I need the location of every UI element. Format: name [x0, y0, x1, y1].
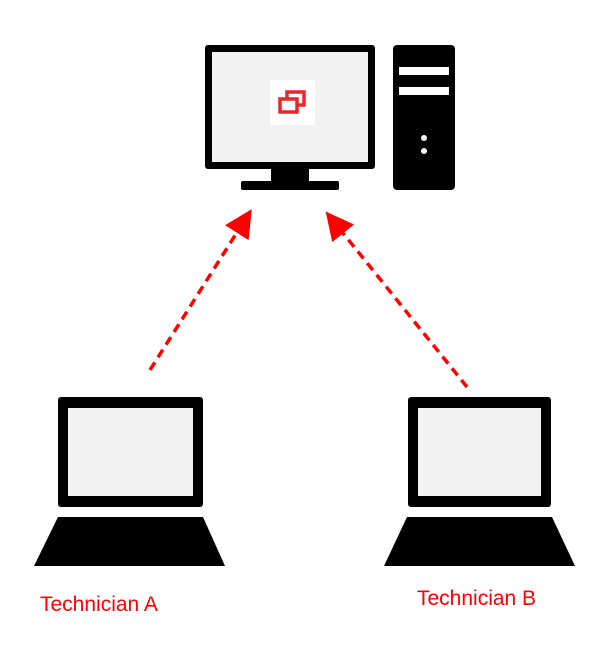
app-icon-front-window	[278, 97, 299, 114]
tower-drive-bay-1	[399, 67, 449, 75]
laptop-icon-technician-a	[34, 397, 225, 566]
monitor-neck	[271, 167, 309, 181]
arrow-technician-b-to-server	[325, 211, 469, 389]
tower-power-led-2	[421, 148, 427, 154]
monitor-stand	[241, 181, 339, 190]
technician-a-label: Technician A	[40, 593, 158, 616]
pc-tower-icon	[393, 45, 455, 190]
tower-power-led-1	[421, 135, 427, 141]
remote-desktop-app-icon	[270, 80, 315, 125]
arrow-technician-a-to-server	[148, 209, 252, 371]
technician-b-label: Technician B	[417, 587, 537, 610]
laptop-icon-technician-b	[384, 397, 575, 566]
tower-case	[393, 45, 455, 190]
tower-drive-bay-2	[399, 87, 449, 95]
laptop-a-base	[34, 517, 225, 566]
laptop-b-screen	[418, 408, 541, 496]
laptop-b-base	[384, 517, 575, 566]
laptop-a-screen	[68, 408, 193, 496]
